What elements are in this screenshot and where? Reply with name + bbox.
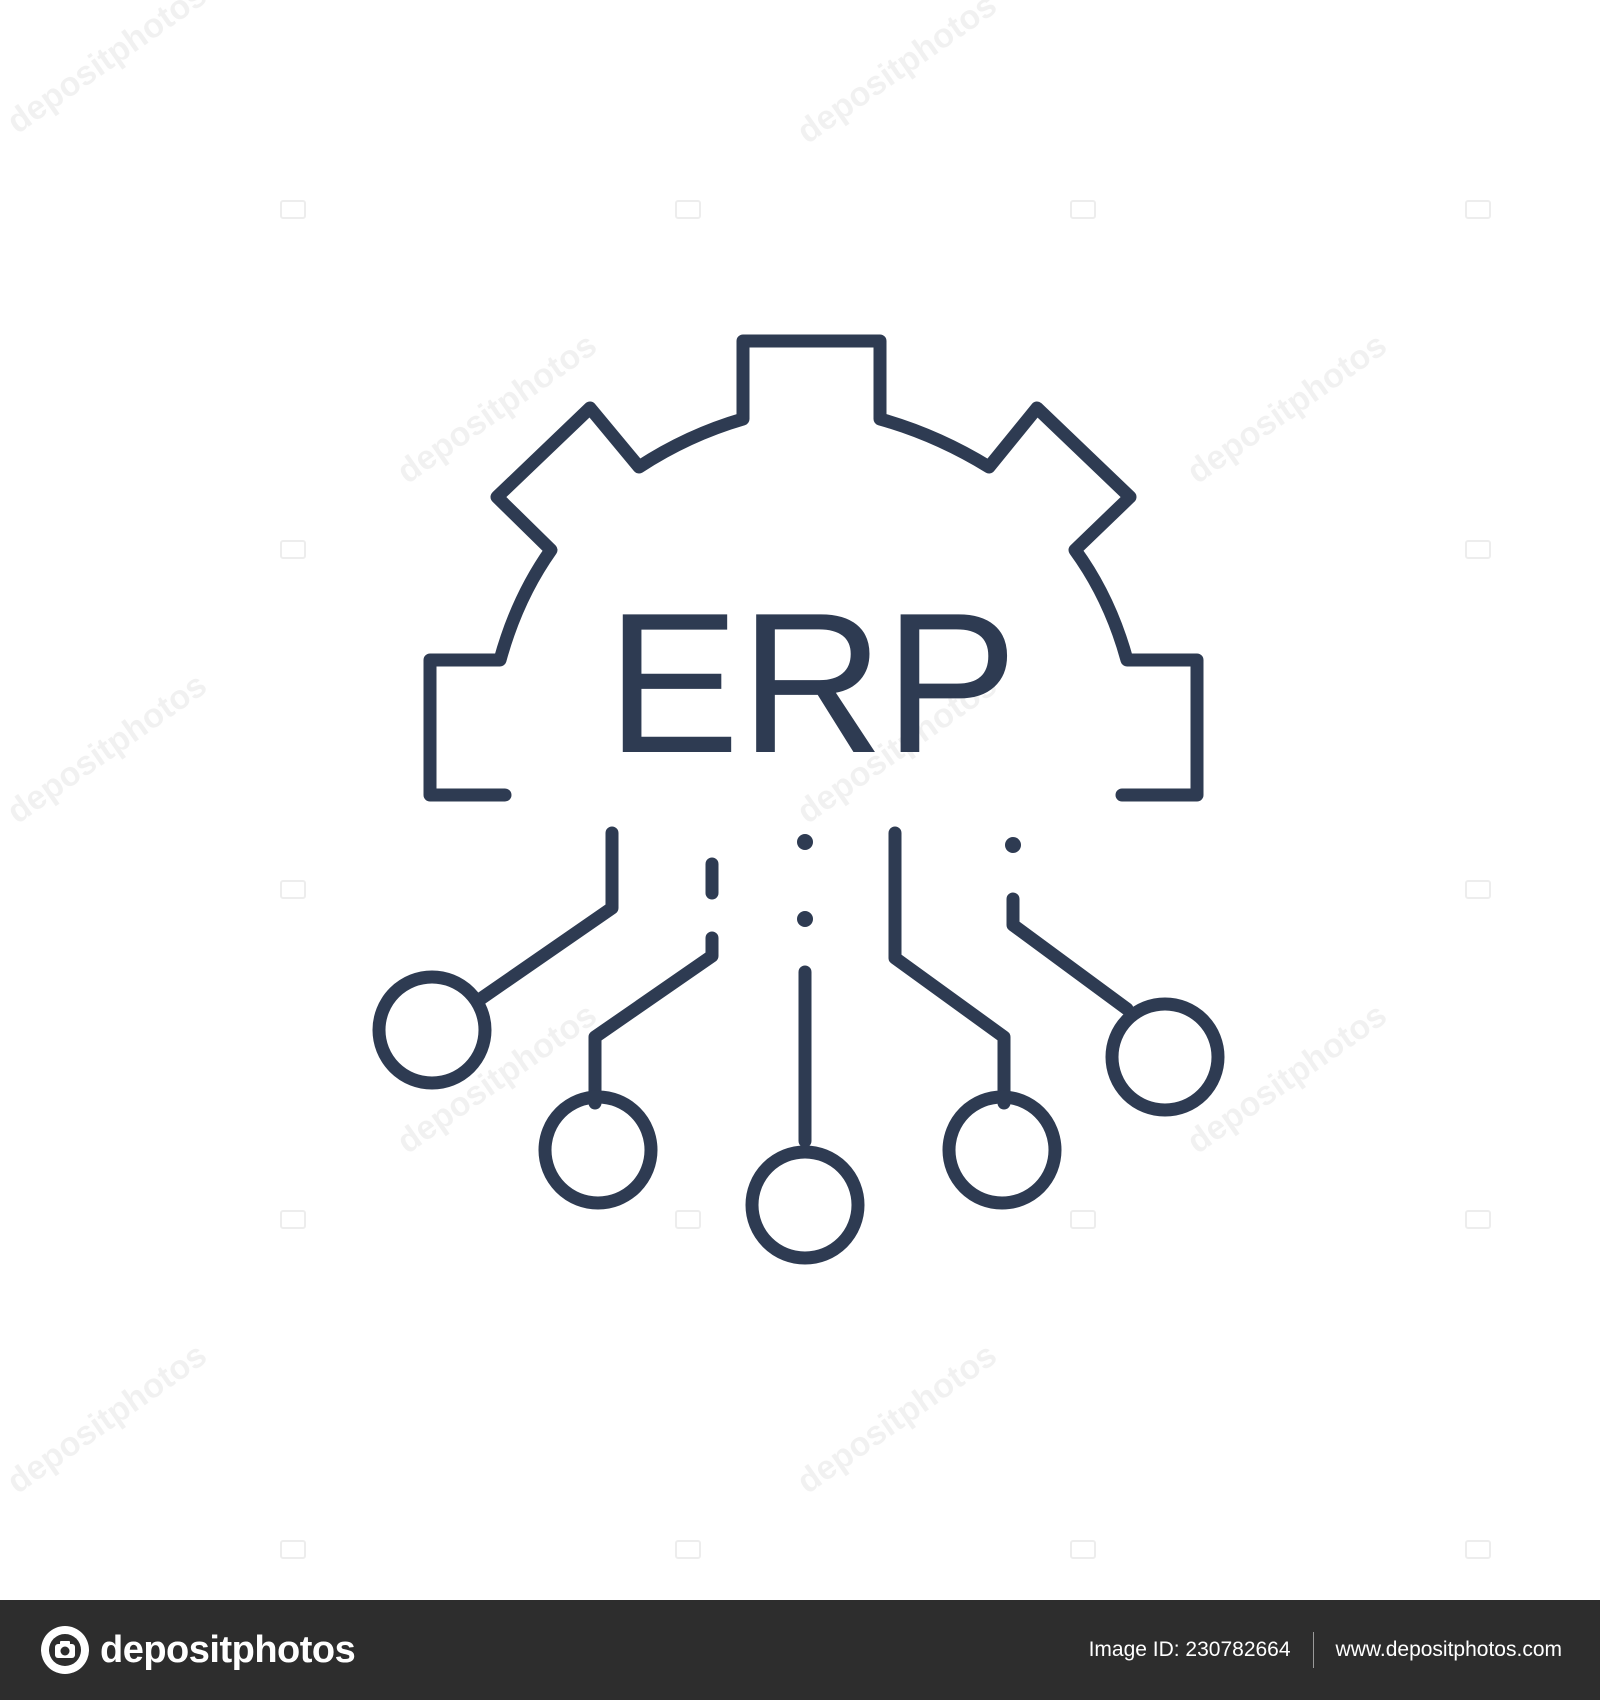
circuit-line-right-mid xyxy=(888,826,1011,1110)
footer-bar: depositphotos Image ID: 230782664 www.de… xyxy=(0,1600,1600,1700)
website-link[interactable]: www.depositphotos.com xyxy=(1335,1638,1562,1661)
depositphotos-logo-icon xyxy=(41,1626,89,1674)
circuit-node xyxy=(1105,997,1225,1117)
gear-circuit-icon: ERP xyxy=(372,334,1225,1265)
gear-outline xyxy=(423,334,1204,802)
erp-label: ERP xyxy=(606,572,1017,795)
circuit-line-left xyxy=(472,826,619,1007)
brand-name: depositphotos xyxy=(100,1628,356,1671)
circuit-node xyxy=(372,970,492,1090)
image-id: Image ID: 230782664 xyxy=(1088,1638,1291,1661)
circuit-line-left-mid xyxy=(588,931,719,1110)
circuit-node xyxy=(745,1145,865,1265)
circuit-line-right xyxy=(1006,892,1134,1016)
circuit-node xyxy=(538,1090,658,1210)
circuit-dot xyxy=(797,911,813,927)
brand-logo-group[interactable]: depositphotos xyxy=(38,1622,356,1678)
circuit-node xyxy=(942,1090,1062,1210)
footer-meta: Image ID: 230782664 www.depositphotos.co… xyxy=(1089,1600,1562,1700)
circuit-dot xyxy=(1005,837,1021,853)
footer-divider xyxy=(1312,1632,1314,1668)
circuit-dot xyxy=(797,834,813,850)
